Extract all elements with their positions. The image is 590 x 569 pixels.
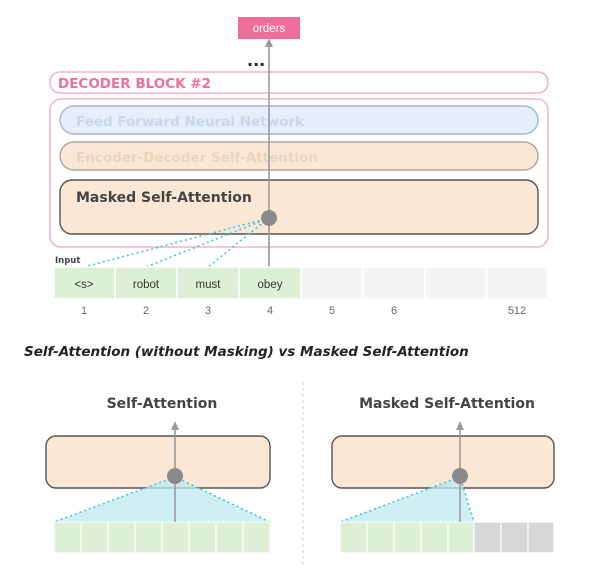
position-2: 2 — [143, 305, 149, 317]
token-text-2: robot — [133, 279, 160, 291]
encoder-decoder-layer-label: Encoder-Decoder Self-Attention — [76, 150, 318, 166]
token-cell-6 — [362, 266, 426, 300]
token-cell-7 — [424, 266, 488, 300]
encoder-decoder-layer — [59, 141, 539, 171]
attention-line-2 — [145, 217, 270, 268]
position-5: 5 — [329, 305, 335, 317]
right-attention-node — [452, 468, 468, 484]
masked-self-attention-label: Masked Self-Attention — [76, 190, 252, 206]
right-panel-title: Masked Self-Attention — [359, 396, 535, 412]
input-label: Input — [55, 256, 80, 266]
token-text-1: <s> — [74, 279, 93, 291]
masked-self-attention-layer — [59, 179, 539, 235]
position-512: 512 — [508, 305, 526, 317]
position-1: 1 — [81, 305, 87, 317]
ffnn-layer — [59, 105, 539, 135]
position-6: 6 — [391, 305, 397, 317]
token-cell-4 — [238, 266, 302, 300]
token-cell-8 — [486, 266, 549, 300]
decoder-block-title: DECODER BLOCK #2 — [58, 76, 211, 92]
input-token-row — [53, 266, 549, 300]
token-text-4: obey — [258, 279, 283, 291]
left-attention-cone — [53, 476, 271, 523]
ellipsis: ... — [247, 51, 265, 70]
output-word: orders — [253, 23, 286, 35]
ffnn-layer-label: Feed Forward Neural Network — [76, 114, 305, 130]
comparison-caption: Self-Attention (without Masking) vs Mask… — [24, 344, 469, 360]
attention-node — [261, 210, 277, 226]
token-text-3: must — [196, 279, 222, 291]
left-attention-node — [167, 468, 183, 484]
right-attention-layer — [331, 435, 555, 489]
output-box — [238, 17, 300, 39]
position-4: 4 — [267, 305, 273, 317]
left-panel-title: Self-Attention — [107, 396, 218, 412]
left-attention-layer — [45, 435, 271, 489]
right-token-row — [339, 521, 555, 554]
token-cell-5 — [300, 266, 364, 300]
position-3: 3 — [205, 305, 211, 317]
decoder-title-banner — [49, 71, 549, 94]
attention-line-1 — [83, 217, 270, 268]
left-token-row — [53, 521, 271, 554]
attention-line-3 — [207, 217, 270, 268]
